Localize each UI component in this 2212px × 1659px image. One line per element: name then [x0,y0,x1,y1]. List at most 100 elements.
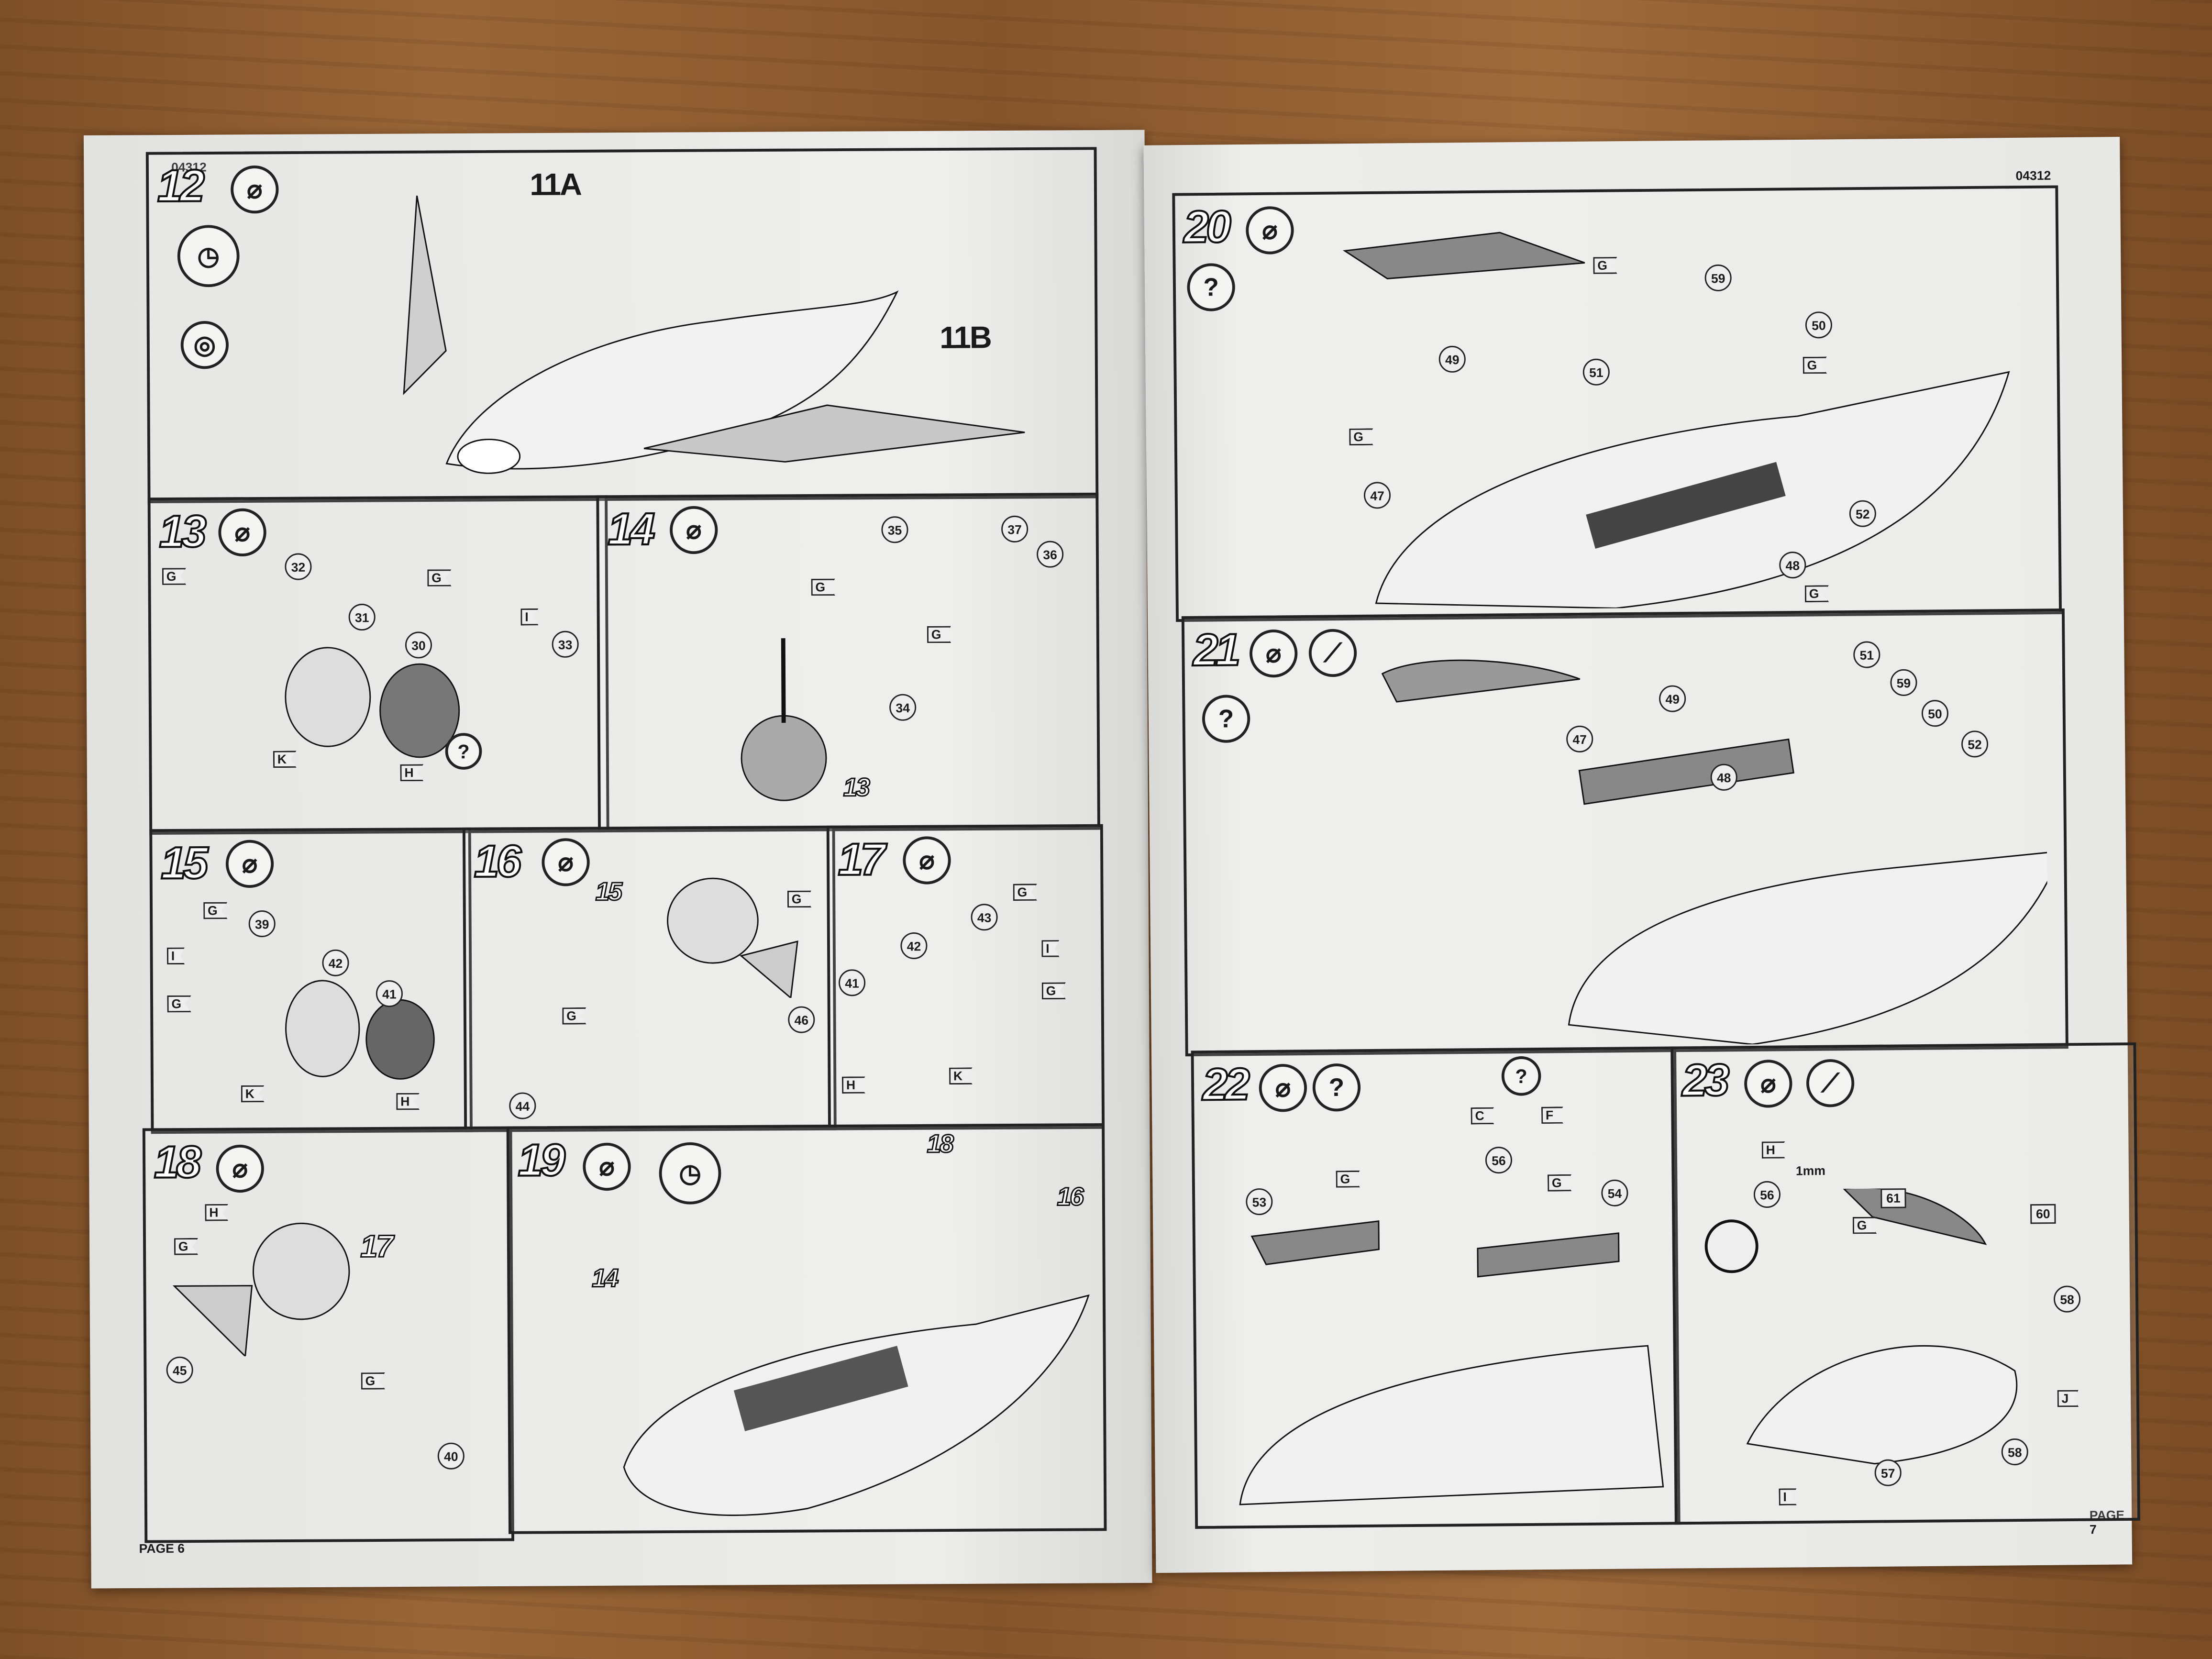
clock-icon: ◷ [177,225,240,288]
dimension-label: 1mm [1795,1163,1826,1178]
color-flag: H [205,1204,228,1221]
part-callout: 47 [1566,725,1593,753]
step-13-panel: 13 ⌀ 32 31 30 33 G G I K H ? [147,495,609,835]
aircraft-underside-drawing [623,1294,1090,1516]
instruction-page-6: 04312 PAGE 6 12 ⌀ ◷ ◎ 11A 11B 13 ⌀ 32 31… [83,130,1152,1589]
kit-code: 04312 [2015,168,2051,183]
color-flag: G [361,1372,385,1390]
step-number: 17 [837,833,884,886]
part-callout: 49 [1659,685,1686,712]
part-callout: 53 [1246,1188,1273,1216]
part-callout: 42 [322,949,349,976]
question-icon: ? [1202,695,1250,743]
part-callout: 32 [285,553,312,580]
part-callout: 41 [376,980,403,1007]
color-flag: C [1471,1107,1494,1125]
color-flag: I [1041,940,1059,957]
part-callout: 48 [1710,763,1738,791]
aircraft-panels-drawing [1239,1220,1664,1505]
part-callout: 54 [1601,1179,1628,1207]
color-flag: G [562,1007,586,1025]
clear-part-box: 61 [1880,1188,1906,1208]
part-callout: 51 [1853,641,1880,668]
wheel-drawing [667,877,798,999]
part-callout: 34 [889,694,917,721]
part-callout: 45 [166,1356,193,1384]
step-18-panel: 18 ⌀ 17 H G G 45 40 [142,1126,514,1543]
knife-icon: ⟋ [1806,1059,1855,1107]
part-callout: 48 [1779,551,1806,579]
step-12-panel: 12 ⌀ ◷ ◎ 11A 11B [145,147,1099,504]
color-flag: K [949,1067,973,1084]
glue-tube-icon: ⌀ [216,1144,265,1193]
part-label-11a: 11A [530,166,581,202]
step-17-panel: 17 ⌀ 43 42 41 G I G H K [826,824,1105,1130]
color-flag: G [1548,1174,1571,1192]
clear-part-box: 60 [2030,1204,2056,1224]
color-flag: G [167,995,191,1013]
assembly-ref: 18 [926,1129,953,1159]
part-callout: 57 [1874,1459,1902,1486]
glue-tube-icon: ⌀ [669,506,718,554]
color-flag: H [400,764,423,782]
part-callout: 47 [1363,482,1391,509]
color-flag: F [1541,1106,1563,1124]
step-20-panel: 20 ⌀ ? 59 50 49 51 47 52 48 G G G G [1172,185,2062,622]
color-flag: H [396,1093,420,1110]
assembly-ref: 14 [591,1263,618,1293]
color-flag: K [241,1085,265,1103]
step-number: 22 [1201,1058,1248,1111]
part-callout: 52 [1961,730,1989,758]
color-flag: H [1762,1141,1785,1159]
aircraft-wing-assembly-drawing [403,195,1025,474]
assembly-ref: 16 [1056,1182,1083,1212]
step-number: 23 [1681,1053,1728,1106]
step-16-panel: 16 ⌀ 15 46 44 G G [462,825,837,1132]
page-number: PAGE 6 [139,1541,185,1556]
question-icon: ? [1187,263,1236,312]
part-callout: 59 [1704,264,1732,292]
glue-tube-icon: ⌀ [1249,629,1298,678]
part-callout: 39 [248,910,276,938]
step-number: 15 [160,836,207,889]
color-flag: G [1336,1171,1360,1188]
part-callout: 33 [552,630,579,658]
glue-tube-icon: ⌀ [1744,1059,1792,1108]
color-flag: G [1013,884,1037,901]
part-callout: 42 [900,932,928,960]
color-flag: G [787,891,811,908]
question-icon: ? [1312,1063,1361,1112]
part-callout: 58 [2053,1285,2081,1313]
part-callout: 40 [437,1442,465,1470]
step-19-panel: 19 ⌀ ◷ 18 16 14 [506,1123,1107,1534]
glue-tube-icon: ⌀ [1259,1063,1307,1112]
color-flag: G [1042,983,1066,1000]
glue-tube-icon: ⌀ [230,165,279,214]
assembly-ref: 13 [842,773,869,802]
step-number: 20 [1183,200,1229,253]
clock-icon: ◷ [659,1142,721,1205]
step-number: 21 [1192,623,1239,676]
part-callout: 56 [1485,1146,1513,1174]
color-flag: G [162,568,186,585]
part-callout: 50 [1921,699,1949,727]
part-callout: 56 [1753,1181,1781,1208]
step-number: 16 [473,835,520,888]
glue-tube-icon: ⌀ [583,1142,631,1191]
wheel-drawing [285,647,460,758]
glue-tube-icon: ⌀ [903,836,951,885]
aircraft-canopy-drawing [1704,1187,2018,1465]
assembly-ref: 17 [360,1228,393,1265]
part-callout: 43 [971,904,998,931]
part-callout: 36 [1036,541,1064,568]
part-callout: 58 [2001,1438,2029,1466]
aircraft-gear-doors-drawing [1381,659,2049,1045]
part-callout: 51 [1582,358,1610,386]
tape-icon: ◎ [180,321,229,369]
step-14-panel: 14 ⌀ 35 37 36 34 G G 13 [596,492,1100,833]
part-callout: 50 [1805,311,1833,339]
part-callout: 41 [838,969,866,996]
color-flag: G [203,902,227,919]
question-icon: ? [445,733,482,770]
